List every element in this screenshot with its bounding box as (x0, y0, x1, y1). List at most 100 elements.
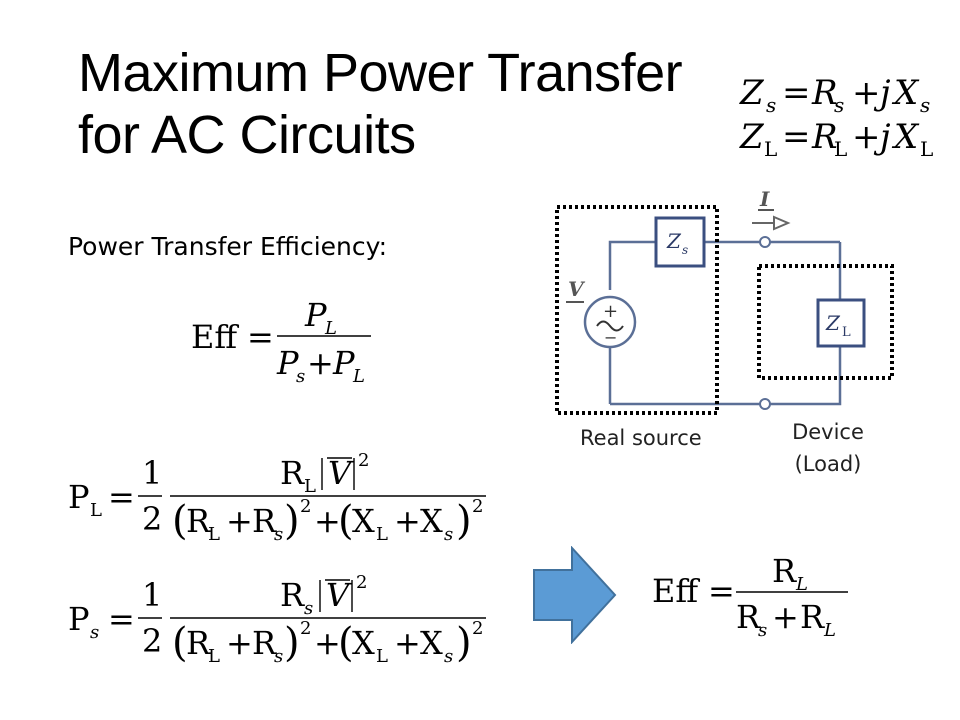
pl-half-num: 1 (142, 454, 162, 492)
ps-num-sq: 2 (356, 572, 367, 593)
ps-half-den: 2 (142, 622, 162, 660)
load-caption: Device (Load) (790, 416, 866, 480)
ps-paren2-close: ) (456, 620, 472, 666)
load-caption-line-1: Device (792, 420, 864, 444)
pl-formula: P L = 1 2 R L V 2 ( R L + R s ) 2 + ( X … (68, 450, 486, 545)
zl-box-label: Z (825, 311, 841, 335)
zl-subscript: L (764, 137, 777, 161)
efficiency-subheading: Power Transfer Efficiency: (68, 232, 388, 261)
ps-s-sub: s (90, 622, 99, 643)
ps-den-rl-sub: L (208, 646, 220, 667)
current-arrow-icon (752, 215, 791, 231)
den-l-sub: L (352, 366, 365, 387)
ps-num-v: V (326, 576, 352, 614)
real-source-caption: Real source (580, 426, 702, 450)
title-line-1: Maximum Power Transfer (78, 43, 683, 103)
den-plus: + (307, 344, 334, 382)
xs-subscript: s (920, 93, 930, 117)
zs-box (654, 216, 706, 268)
num-l-sub: L (324, 318, 337, 339)
pl-p: P (68, 478, 90, 516)
ps-den-rl: R (186, 624, 211, 662)
ps-p: P (68, 600, 90, 638)
voltage-label: V (568, 277, 586, 301)
ps-num-s-sub: s (304, 598, 313, 619)
ps-paren-close: ) (284, 620, 300, 666)
ps-den-xs-sub: s (444, 646, 453, 667)
circuit-wires (608, 240, 842, 406)
pl-den-plus1: + (226, 502, 253, 540)
pl-den-sq1: 2 (300, 496, 311, 517)
res-den-s-sub: s (758, 620, 767, 641)
pl-den-sq2: 2 (472, 496, 483, 517)
pl-den-plus2: + (314, 502, 341, 540)
ps-den-plus3: + (394, 624, 421, 662)
ps-den-plus1: + (226, 624, 253, 662)
rl-symbol: R (811, 117, 838, 157)
pl-paren-close: ) (284, 498, 300, 544)
den-pl: P (332, 344, 355, 382)
rl-subscript: L (834, 137, 847, 161)
zs-plus: + (852, 73, 881, 113)
zs-box-label: Z (666, 229, 682, 253)
load-boundary (757, 264, 894, 380)
pl-den-xs: X (420, 502, 443, 540)
pl-equals: = (108, 478, 135, 516)
res-eff-label: Eff (652, 572, 700, 610)
zl-symbol: Z (739, 117, 765, 157)
impedance-definitions: Z s = R s + j X s Z L = R L + j X L (739, 73, 933, 161)
res-den-rs: R (736, 598, 761, 636)
xl-symbol: X (891, 117, 920, 157)
ps-equals: = (108, 600, 135, 638)
num-p: P (304, 296, 327, 334)
ps-paren-open: ( (172, 620, 188, 666)
res-den-plus: + (772, 598, 799, 636)
res-num-l-sub: L (795, 574, 808, 595)
title-line-2: for AC Circuits (78, 105, 416, 165)
ps-den-xl-sub: L (376, 646, 388, 667)
right-arrow-icon (533, 546, 617, 644)
pl-num-l-sub: L (304, 476, 316, 497)
circuit-diagram: Z s Z L + − V I (555, 187, 894, 415)
pl-den-rs-sub: s (274, 524, 283, 545)
zs-equals: = (782, 73, 811, 113)
source-minus: − (604, 328, 617, 347)
pl-den-rl: R (186, 502, 211, 540)
slide-title: Maximum Power Transfer for AC Circuits (78, 42, 683, 166)
res-eq: = (708, 572, 735, 610)
zl-plus: + (852, 117, 881, 157)
ps-den-sq2: 2 (472, 618, 483, 639)
zs-subscript: s (766, 93, 776, 117)
eff-equals: = (247, 318, 274, 356)
pl-num-sq: 2 (358, 450, 369, 471)
current-label: I (759, 187, 770, 211)
pl-half-den: 2 (142, 500, 162, 538)
real-source-boundary (555, 205, 719, 415)
efficiency-formula: Eff = P L P s + P L (191, 296, 371, 387)
pl-den-xl: X (352, 502, 375, 540)
res-den-l-sub: L (823, 620, 836, 641)
pl-l-sub: L (90, 500, 102, 521)
ps-den-plus2: + (314, 624, 341, 662)
zl-box-sub: L (842, 325, 851, 340)
pl-paren2-open: ( (338, 498, 354, 544)
den-ps: P (276, 344, 299, 382)
eff-label: Eff (191, 318, 239, 356)
pl-paren2-close: ) (456, 498, 472, 544)
pl-den-xl-sub: L (376, 524, 388, 545)
pl-num-v: V (328, 454, 354, 492)
source-plus: + (603, 301, 618, 322)
pl-den-rs: R (252, 502, 277, 540)
ps-half-num: 1 (142, 576, 162, 614)
ps-paren2-open: ( (338, 620, 354, 666)
zs-box-sub: s (682, 243, 688, 257)
terminal-top (759, 236, 771, 248)
zl-equals: = (782, 117, 811, 157)
pl-den-plus3: + (394, 502, 421, 540)
result-efficiency-formula: Eff = R L R s + R L (652, 552, 848, 641)
pl-num-r: R (280, 454, 305, 492)
ac-wave-icon (596, 320, 624, 332)
rs-subscript: s (834, 93, 844, 117)
terminal-bottom (759, 398, 771, 410)
zl-box (816, 298, 866, 348)
